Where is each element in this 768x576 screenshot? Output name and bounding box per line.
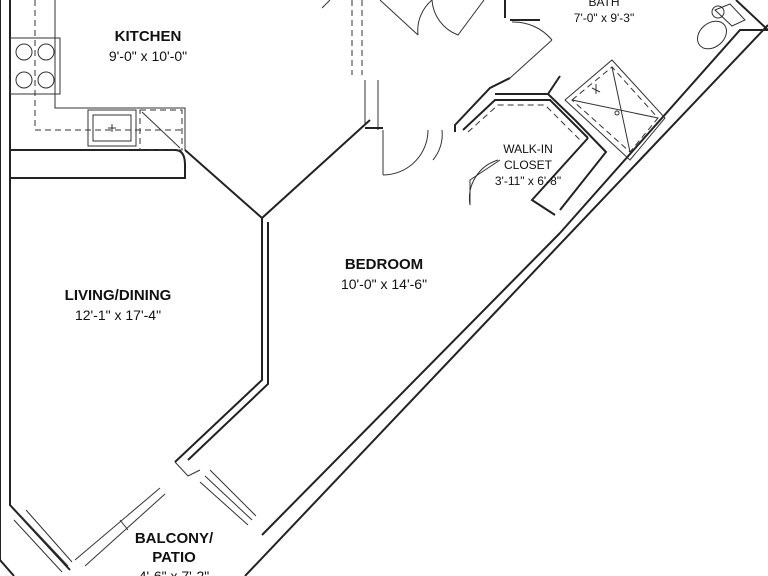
sink-icon (87, 109, 137, 147)
toilet-icon (697, 3, 746, 50)
kitchen-label: KITCHEN 9'-0" x 10'-0" (109, 28, 187, 64)
shower-icon (564, 59, 666, 161)
closet-label: WALK-IN CLOSET 3'-11" x 6'-8" (495, 142, 561, 188)
balcony-name-2: PATIO (152, 549, 196, 566)
kitchen-name: KITCHEN (115, 28, 182, 45)
living-label: LIVING/DINING 12'-1" x 17'-4" (65, 287, 172, 323)
cooktop-icon (9, 37, 61, 95)
bedroom-label: BEDROOM 10'-0" x 14'-6" (341, 256, 427, 292)
balcony-boundary (174, 461, 201, 477)
closet-size: 3'-11" x 6'-8" (495, 174, 561, 188)
balcony-label: BALCONY/ PATIO 4'-6" x 7'-2" (135, 530, 214, 576)
bedroom-name: BEDROOM (345, 256, 423, 273)
closet-name-1: WALK-IN (503, 142, 553, 156)
bedroom-size: 10'-0" x 14'-6" (341, 276, 427, 292)
balcony-size: 4'-6" x 7'-2" (139, 568, 210, 576)
balcony-name-1: BALCONY/ (135, 530, 214, 547)
dishwasher-icon (139, 109, 183, 151)
interior-walls (174, 0, 608, 463)
kitchen-area (9, 0, 186, 179)
doors (13, 0, 553, 573)
living-size: 12'-1" x 17'-4" (75, 307, 161, 323)
living-name: LIVING/DINING (65, 287, 172, 304)
closet-name-2: CLOSET (504, 158, 553, 172)
bath-label: BATH 7'-0" x 9'-3" (574, 0, 634, 25)
bath-name: BATH (588, 0, 619, 9)
kitchen-size: 9'-0" x 10'-0" (109, 48, 187, 64)
bath-size: 7'-0" x 9'-3" (574, 11, 634, 25)
